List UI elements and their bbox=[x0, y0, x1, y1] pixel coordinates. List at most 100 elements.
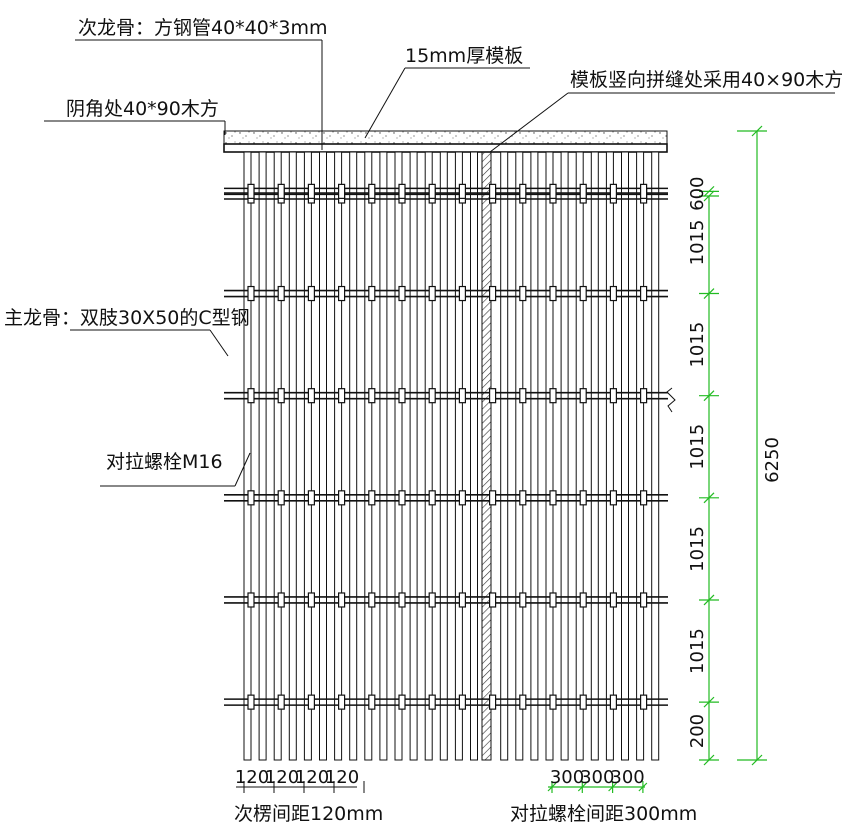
tie-bolt bbox=[579, 592, 587, 608]
tie-bolt-label: 对拉螺栓M16 bbox=[106, 451, 223, 473]
tie-bolt bbox=[639, 183, 648, 199]
tie-bolt bbox=[639, 694, 648, 710]
secondary-joist bbox=[560, 151, 569, 761]
secondary-joist bbox=[439, 151, 448, 761]
formwork-label: 15mm厚模板 bbox=[405, 45, 523, 67]
tie-bolt bbox=[579, 490, 587, 506]
tie-bolt bbox=[609, 694, 618, 710]
tie-bolt bbox=[549, 490, 557, 506]
dimension-value: 1015 bbox=[687, 526, 708, 572]
secondary-joist bbox=[424, 151, 433, 761]
tie-bolt bbox=[549, 694, 557, 710]
tie-bolt bbox=[307, 490, 315, 506]
joist-spacing-value: 120 bbox=[265, 767, 299, 788]
vertical-joint-timber bbox=[481, 151, 492, 761]
secondary-joist bbox=[319, 151, 327, 761]
secondary-joist bbox=[303, 151, 312, 761]
dimension-slash bbox=[703, 190, 715, 202]
dimension-value: 1015 bbox=[687, 220, 708, 266]
tie-bolt bbox=[307, 285, 315, 302]
tie-bolt bbox=[277, 285, 285, 302]
secondary-joist bbox=[394, 151, 403, 761]
tie-bolt bbox=[398, 285, 406, 302]
joist-spacing-value: 120 bbox=[325, 767, 359, 788]
tie-bolt bbox=[519, 592, 527, 608]
tie-bolt bbox=[609, 388, 618, 404]
vertical-joint-label: 模板竖向拼缝处采用40×90木方 bbox=[570, 69, 842, 91]
dimension-slash bbox=[703, 185, 715, 197]
secondary-joist bbox=[349, 151, 358, 761]
tie-bolt bbox=[519, 388, 527, 404]
leader-lines bbox=[44, 39, 835, 487]
bolt-spacing-value: 300 bbox=[580, 767, 614, 788]
tie-bolt bbox=[277, 490, 285, 506]
tie-bolt bbox=[549, 592, 557, 608]
dimension-value: 600 bbox=[687, 177, 708, 211]
tie-bolt bbox=[489, 285, 497, 302]
dimension-slash bbox=[703, 696, 715, 708]
secondary-joist-label: 次龙骨：方钢管40*40*3mm bbox=[78, 17, 327, 39]
tie-bolt bbox=[489, 694, 497, 710]
bolt-dimension-slash bbox=[638, 782, 648, 792]
tie-bolt bbox=[579, 183, 587, 199]
secondary-joist bbox=[500, 151, 509, 761]
tie-bolt bbox=[247, 388, 255, 404]
secondary-joist bbox=[243, 151, 252, 761]
dimension-slash bbox=[703, 390, 715, 402]
tie-bolt bbox=[368, 285, 376, 302]
secondary-joist bbox=[636, 151, 645, 761]
tie-bolt bbox=[609, 183, 618, 199]
tie-bolt bbox=[338, 490, 346, 506]
break-symbol bbox=[666, 387, 676, 413]
dimension-slash bbox=[703, 492, 715, 504]
secondary-joist bbox=[288, 151, 297, 761]
secondary-joist bbox=[575, 151, 584, 761]
tie-bolt bbox=[639, 592, 648, 608]
secondary-joist bbox=[379, 151, 388, 761]
tie-bolt bbox=[368, 694, 376, 710]
tie-bolt bbox=[639, 490, 648, 506]
tie-bolt bbox=[579, 388, 587, 404]
tie-bolt bbox=[338, 388, 346, 404]
joist-spacing-value: 120 bbox=[235, 767, 269, 788]
tie-bolt bbox=[489, 490, 497, 506]
secondary-joist bbox=[409, 151, 418, 761]
secondary-joist bbox=[334, 151, 343, 761]
tie-bolt bbox=[489, 592, 497, 608]
tie-bolt bbox=[458, 285, 466, 302]
secondary-joists bbox=[243, 151, 660, 761]
tie-bolt bbox=[519, 490, 527, 506]
tie-bolt bbox=[338, 285, 346, 302]
tie-bolt bbox=[639, 388, 648, 404]
tie-bolt bbox=[307, 183, 315, 199]
tie-bolt bbox=[428, 694, 436, 710]
secondary-joist bbox=[621, 151, 629, 761]
tie-bolt bbox=[398, 694, 406, 710]
secondary-joist bbox=[605, 151, 614, 761]
tie-bolt bbox=[307, 592, 315, 608]
tie-bolt bbox=[609, 490, 618, 506]
bolt-spacing-value: 300 bbox=[550, 767, 584, 788]
tie-bolt bbox=[519, 694, 527, 710]
tie-bolt bbox=[307, 694, 315, 710]
main-joists bbox=[224, 187, 668, 706]
tie-bolt bbox=[277, 183, 285, 199]
tie-bolt bbox=[519, 183, 527, 199]
tie-bolt bbox=[247, 183, 255, 199]
tie-bolt bbox=[398, 592, 406, 608]
tie-bolt bbox=[489, 183, 497, 199]
tie-bolt bbox=[489, 388, 497, 404]
joist-spacing-value: 120 bbox=[295, 767, 329, 788]
dimension-slash bbox=[703, 594, 715, 606]
tie-bolt bbox=[639, 285, 648, 302]
dimension-value: 1015 bbox=[687, 322, 708, 368]
tie-bolt bbox=[368, 592, 376, 608]
tie-bolt bbox=[458, 183, 466, 199]
dimension-value: 1015 bbox=[687, 424, 708, 470]
tie-bolt bbox=[549, 388, 557, 404]
secondary-joist bbox=[545, 151, 554, 761]
tie-bolt bbox=[307, 388, 315, 404]
tie-bolt bbox=[368, 388, 376, 404]
